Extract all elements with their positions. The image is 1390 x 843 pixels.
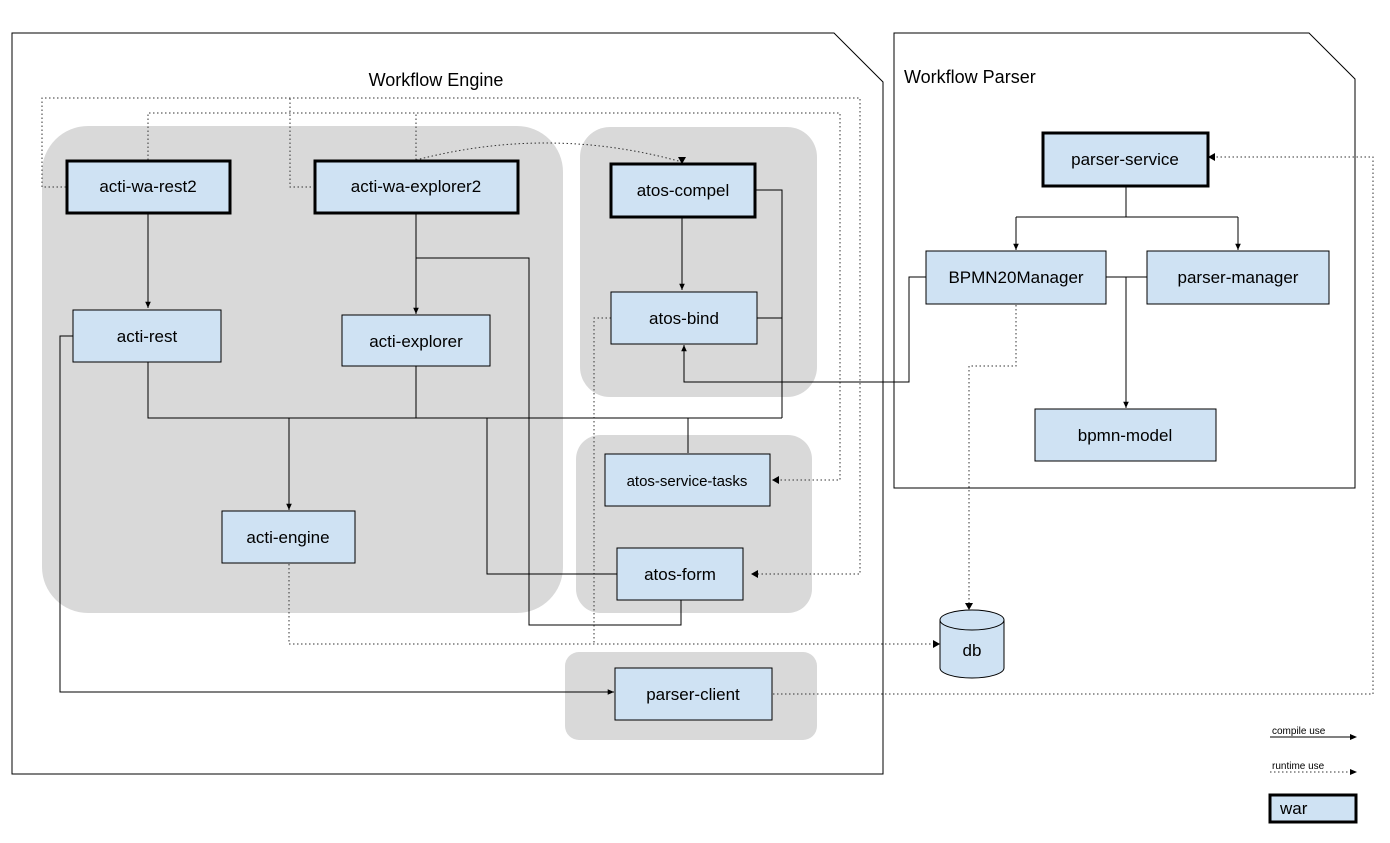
parser-service-label: parser-service bbox=[1071, 150, 1179, 169]
acti-rest-label: acti-rest bbox=[117, 327, 178, 346]
acti-engine-label: acti-engine bbox=[246, 528, 329, 547]
acti-explorer-label: acti-explorer bbox=[369, 332, 463, 351]
acti-engine-box[interactable]: acti-engine bbox=[221, 510, 356, 564]
bpmn20manager-box[interactable]: BPMN20Manager bbox=[925, 250, 1107, 305]
acti-wa-explorer2-box[interactable]: acti-wa-explorer2 bbox=[313, 159, 520, 215]
engine-webapp-group bbox=[42, 126, 563, 613]
atos-bind-label: atos-bind bbox=[649, 309, 719, 328]
legend-war-box bbox=[1268, 793, 1358, 824]
acti-explorer-box[interactable]: acti-explorer bbox=[341, 314, 491, 367]
db-label: db bbox=[963, 641, 982, 660]
acti-wa-rest2-box[interactable]: acti-wa-rest2 bbox=[65, 159, 232, 215]
atos-bind-box[interactable]: atos-bind bbox=[610, 291, 758, 345]
acti-wa-rest2-label: acti-wa-rest2 bbox=[99, 177, 196, 196]
atos-form-box[interactable]: atos-form bbox=[616, 547, 744, 601]
acti-rest-box[interactable]: acti-rest bbox=[72, 309, 222, 363]
atos-service-tasks-box[interactable]: atos-service-tasks bbox=[604, 453, 771, 507]
parser-service-box[interactable]: parser-service bbox=[1041, 131, 1210, 188]
legend-compile-use-label: compile use bbox=[1272, 726, 1326, 737]
atos-compel-label: atos-compel bbox=[637, 181, 730, 200]
parser-manager-label: parser-manager bbox=[1178, 268, 1299, 287]
atos-compel-box[interactable]: atos-compel bbox=[609, 162, 757, 219]
workflow-parser-title: Workflow Parser bbox=[904, 67, 1036, 87]
legend-war-label: war bbox=[1279, 799, 1308, 818]
parser-client-box[interactable]: parser-client bbox=[614, 667, 773, 721]
parser-client-label: parser-client bbox=[646, 685, 740, 704]
compile-use-lines bbox=[59, 186, 1241, 695]
bpmn-model-label: bpmn-model bbox=[1078, 426, 1173, 445]
legend-runtime-use-label: runtime use bbox=[1272, 761, 1325, 772]
atos-form-label: atos-form bbox=[644, 565, 716, 584]
legend-compile-arrow-icon bbox=[1350, 734, 1357, 740]
parser-manager-box[interactable]: parser-manager bbox=[1146, 250, 1330, 305]
bpmn-model-box[interactable]: bpmn-model bbox=[1034, 408, 1217, 462]
legend-runtime-arrow-icon bbox=[1350, 769, 1357, 775]
legend: compile use runtime use war bbox=[1268, 726, 1358, 824]
db-cylinder[interactable]: db bbox=[939, 609, 1005, 679]
workflow-engine-title: Workflow Engine bbox=[369, 70, 504, 90]
bpmn20manager-label: BPMN20Manager bbox=[948, 268, 1083, 287]
acti-wa-explorer2-label: acti-wa-explorer2 bbox=[351, 177, 481, 196]
atos-service-tasks-label: atos-service-tasks bbox=[627, 473, 748, 490]
workflow-parser-frame bbox=[893, 32, 1356, 489]
runtime-use-lines bbox=[41, 97, 1374, 695]
runtime-arrowheads bbox=[678, 153, 1215, 648]
